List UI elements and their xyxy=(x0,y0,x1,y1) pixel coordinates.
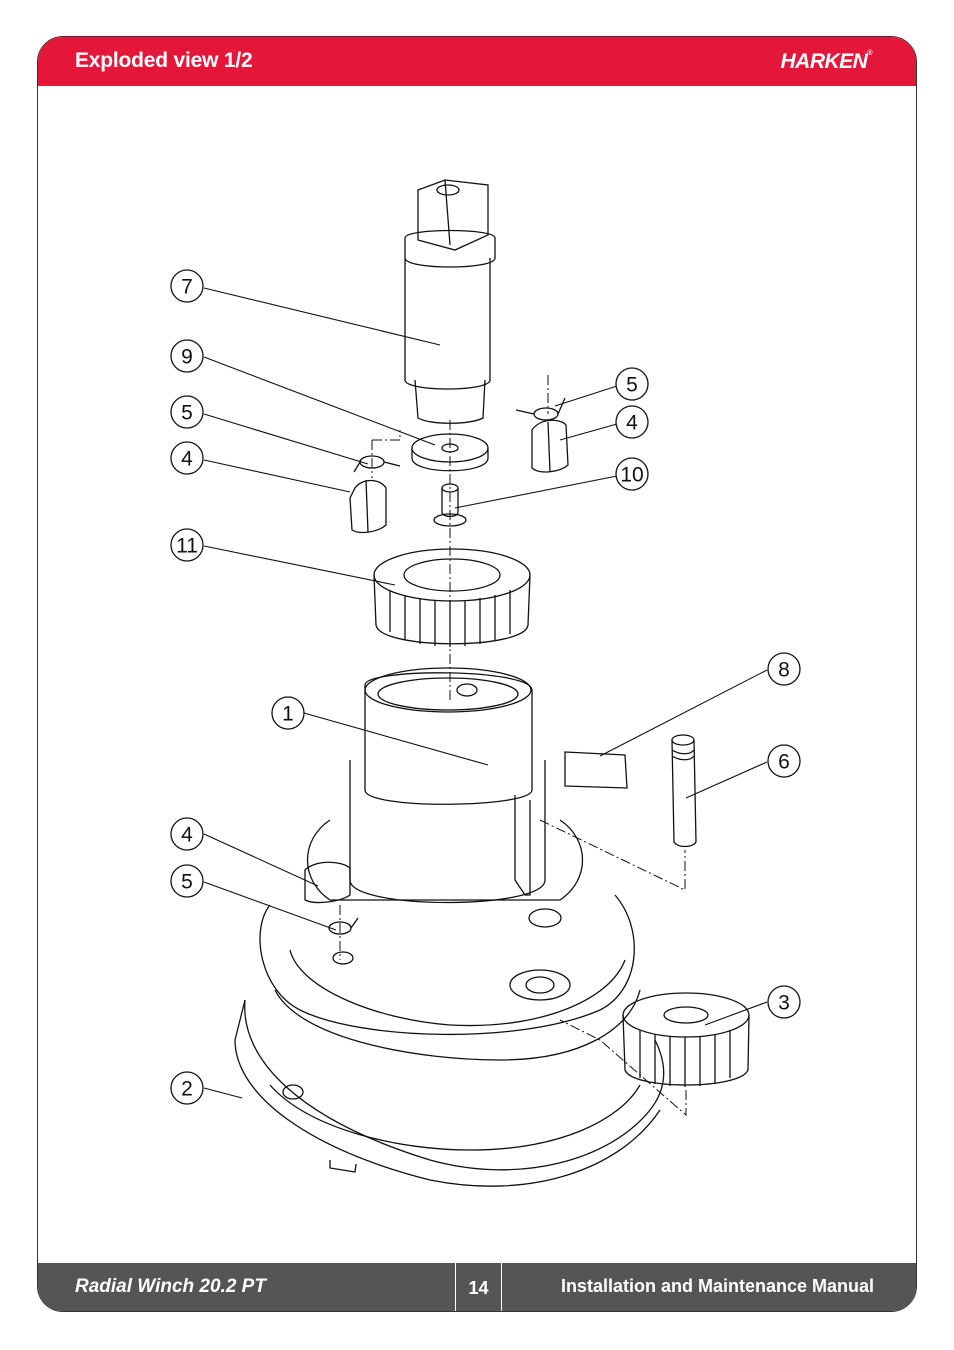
callout-circle-3 xyxy=(767,985,801,1019)
brand-name: HARKEN xyxy=(780,50,868,73)
base-ring-part xyxy=(234,999,665,1187)
callout-4: 4 xyxy=(181,824,193,847)
callout-11: 11 xyxy=(176,535,198,558)
callout-circle-5b xyxy=(615,367,649,401)
callout-circle-5a xyxy=(170,395,204,429)
callout-4: 4 xyxy=(181,448,193,471)
leader-4-top-left xyxy=(203,459,351,493)
page-footer: Radial Winch 20.2 PT 14 Installation and… xyxy=(38,1263,916,1311)
leader-2 xyxy=(203,1087,243,1099)
leader-8 xyxy=(599,669,768,757)
callout-circle-10 xyxy=(615,457,649,491)
harken-logo: HARKEN® xyxy=(780,50,872,74)
leader-10 xyxy=(454,475,618,509)
leader-5-lower xyxy=(203,881,337,931)
callout-circle-6 xyxy=(767,744,801,778)
callout-7: 7 xyxy=(181,276,193,299)
callout-8: 8 xyxy=(778,659,790,682)
key-part xyxy=(564,751,628,789)
callout-3: 3 xyxy=(778,992,790,1015)
callout-circle-4b xyxy=(615,405,649,439)
leader-6 xyxy=(685,761,768,799)
callout-circle-7 xyxy=(170,269,204,303)
leader-1 xyxy=(303,712,489,766)
manual-title: Installation and Maintenance Manual xyxy=(560,1276,874,1296)
small-gear-part xyxy=(622,992,750,1087)
spring-part-lower xyxy=(328,917,359,935)
callout-6: 6 xyxy=(778,751,790,774)
page-number: 14 xyxy=(455,1263,502,1311)
callout-circle-4c xyxy=(170,817,204,851)
main-body-part xyxy=(259,667,641,1061)
leader-11 xyxy=(203,545,396,586)
axle-part xyxy=(671,734,697,848)
drive-shaft-part xyxy=(404,179,496,424)
spur-gear-part xyxy=(373,548,531,647)
page-header: Exploded view 1/2 HARKEN® xyxy=(38,37,916,86)
pawl-part-top-left xyxy=(349,479,387,534)
callout-5: 5 xyxy=(181,871,193,894)
spring-part-top-right xyxy=(515,397,566,421)
callout-circle-5c xyxy=(170,864,204,898)
callout-circle-8 xyxy=(767,652,801,686)
callout-4: 4 xyxy=(626,412,638,435)
leader-5-top-right xyxy=(554,385,618,407)
leader-9 xyxy=(203,356,436,446)
leader-4-top-right xyxy=(559,423,618,441)
leader-7 xyxy=(203,287,441,346)
leader-3 xyxy=(704,1001,768,1026)
page-title: Exploded view 1/2 xyxy=(75,49,253,72)
pawl-part-top-right xyxy=(531,419,569,473)
callout-10: 10 xyxy=(620,464,643,487)
callout-circle-9 xyxy=(170,339,204,373)
callout-circle-1 xyxy=(271,696,305,730)
leader-4-lower xyxy=(203,833,319,887)
leader-5-top-left xyxy=(203,413,369,465)
callout-9: 9 xyxy=(181,346,193,369)
callout-5: 5 xyxy=(181,402,193,425)
callout-circle-4a xyxy=(170,441,204,475)
registered-mark: ® xyxy=(867,50,872,57)
pawl-part-lower xyxy=(304,861,351,904)
spring-part-top-left xyxy=(353,455,401,473)
callout-1: 1 xyxy=(282,703,294,726)
callout-5: 5 xyxy=(626,374,638,397)
product-name: Radial Winch 20.2 PT xyxy=(75,1276,266,1297)
callout-circle-2 xyxy=(170,1071,204,1105)
callout-2: 2 xyxy=(181,1078,193,1101)
callout-circle-11 xyxy=(170,528,204,562)
